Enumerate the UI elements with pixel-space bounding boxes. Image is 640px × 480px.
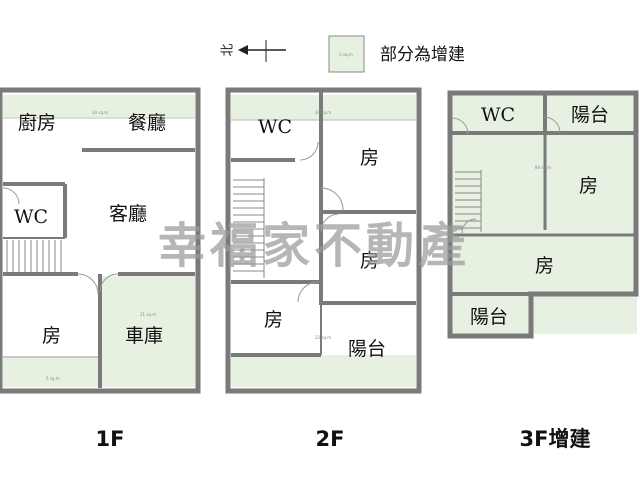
- note-1f-a: 10 sq.m: [92, 110, 108, 115]
- room-balcony-2f: 陽台: [348, 338, 386, 360]
- floor-label-3f: 3F增建: [520, 427, 591, 451]
- legend-label: 部分為增建: [380, 45, 465, 65]
- room-wc-3f: WC: [481, 104, 515, 126]
- room-living: 客廳: [109, 203, 147, 225]
- room-bedroom-2f-a: 房: [360, 147, 379, 169]
- room-balcony-3f-a: 陽台: [571, 104, 609, 126]
- legend-swatch-note: 5 sq.m: [339, 52, 353, 57]
- room-bedroom-1f: 房: [42, 325, 61, 347]
- room-bedroom-3f-b: 房: [535, 255, 554, 277]
- room-bedroom-2f-c: 房: [264, 309, 283, 331]
- watermark: 幸福家不動產: [158, 218, 470, 274]
- north-label: 北: [221, 43, 236, 56]
- floor-3f: [447, 90, 639, 339]
- floor-label-2f: 2F: [316, 427, 345, 451]
- note-2f-a: 20 sq.m: [315, 110, 331, 115]
- floor-2f: [225, 87, 422, 394]
- note-1f-b: 21 sq.m: [140, 312, 156, 317]
- north-arrow: [238, 40, 286, 62]
- note-2f-b: 22 sq.m: [315, 335, 331, 340]
- room-kitchen: 廚房: [18, 111, 56, 134]
- legend-swatch: [328, 35, 365, 73]
- floor-label-1f: 1F: [96, 427, 125, 451]
- room-garage: 車庫: [125, 325, 163, 347]
- room-dining: 餐廳: [128, 112, 166, 134]
- note-3f-a: 80 sq.m: [535, 165, 551, 170]
- room-bedroom-3f-a: 房: [579, 175, 598, 197]
- room-wc-1f: WC: [14, 206, 48, 228]
- note-1f-c: 5 sq.m: [46, 376, 60, 381]
- room-bedroom-2f-b: 房: [360, 250, 379, 272]
- floor-1f: [0, 87, 201, 394]
- room-balcony-3f-b: 陽台: [470, 306, 508, 328]
- room-wc-2f: WC: [258, 116, 292, 138]
